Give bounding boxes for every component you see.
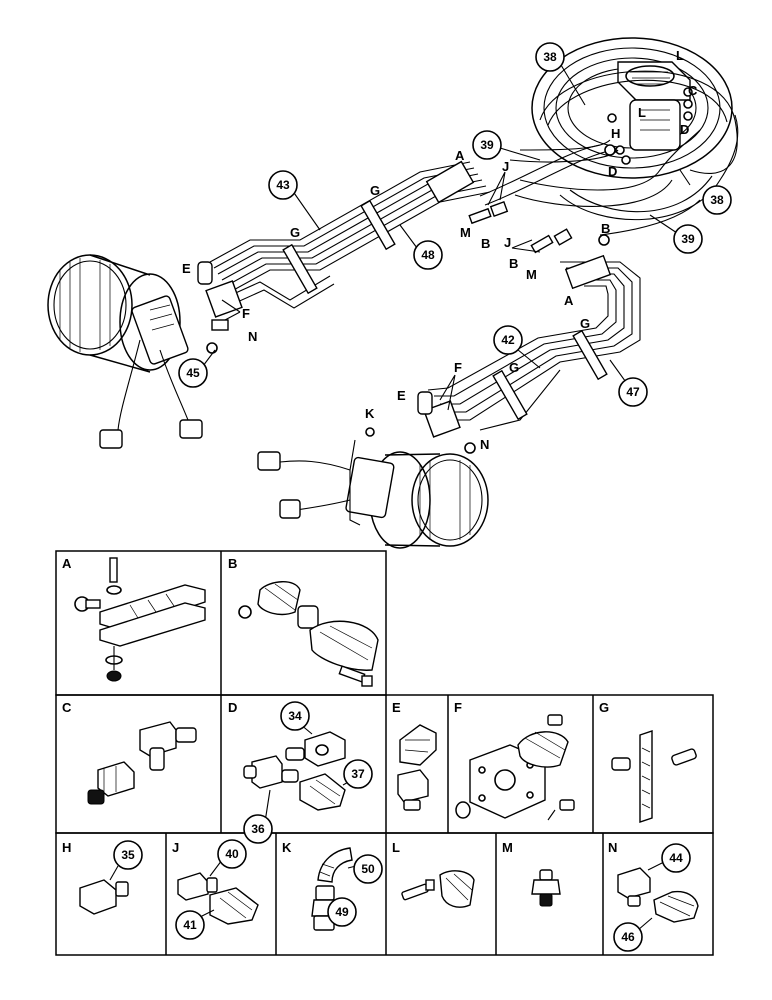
letter-A-2: A (564, 293, 574, 308)
callout-39-left: 39 (480, 138, 494, 152)
leader-lines (199, 59, 691, 411)
panel-D: D 34 36 37 (228, 700, 373, 844)
panel-label-K: K (282, 840, 292, 855)
panel-label-A: A (62, 556, 72, 571)
letter-G-2: G (290, 225, 300, 240)
main-callouts: 38 38 39 39 43 48 45 42 47 (178, 42, 732, 407)
callout-38-right: 38 (710, 193, 724, 207)
letter-N-1: N (248, 329, 257, 344)
letter-G-4: G (509, 360, 519, 375)
callout-42: 42 (501, 333, 515, 347)
letter-J-2: J (504, 235, 511, 250)
letter-G-3: G (580, 316, 590, 331)
callout-37: 37 (351, 767, 365, 781)
callout-48: 48 (421, 248, 435, 262)
callout-40: 40 (225, 847, 239, 861)
callout-38-top: 38 (543, 50, 557, 64)
callout-49: 49 (335, 905, 349, 919)
letter-A-1: A (455, 148, 465, 163)
callout-36: 36 (251, 822, 265, 836)
panel-label-D: D (228, 700, 237, 715)
detail-panels: A B C (55, 550, 714, 956)
pump-unit (531, 37, 733, 179)
letter-F-1: F (242, 306, 250, 321)
callout-50: 50 (361, 862, 375, 876)
letter-B-2: B (509, 256, 518, 271)
panel-label-C: C (62, 700, 72, 715)
panel-label-N: N (608, 840, 617, 855)
letter-L-2: L (638, 105, 646, 120)
letter-J-1: J (502, 159, 509, 174)
hoses (479, 70, 739, 236)
letter-K: K (365, 406, 375, 421)
panel-K: K 50 49 (282, 840, 383, 931)
panel-label-L: L (392, 840, 400, 855)
panel-label-F: F (454, 700, 462, 715)
letter-M-1: M (460, 225, 471, 240)
callout-45: 45 (186, 366, 200, 380)
panel-E: E (392, 700, 437, 811)
panel-G: G (599, 700, 697, 823)
letter-E-2: E (397, 388, 406, 403)
panel-L: L (392, 840, 475, 908)
panel-A: A (62, 556, 206, 682)
letter-D-1: D (680, 122, 689, 137)
right-wheel-motor (257, 391, 489, 549)
panel-F: F (454, 700, 575, 821)
panel-label-B: B (228, 556, 237, 571)
callout-34: 34 (288, 709, 302, 723)
letter-L-1: L (676, 48, 684, 63)
left-wheel-motor (47, 254, 243, 449)
panel-label-H: H (62, 840, 71, 855)
main-assembly-view: L L C D D H A A J J G G G G M M B B B E … (47, 37, 739, 549)
callout-39-right: 39 (681, 232, 695, 246)
letter-E-1: E (182, 261, 191, 276)
letter-M-2: M (526, 267, 537, 282)
panel-N: N 44 46 (608, 840, 699, 952)
main-letters: L L C D D H A A J J G G G G M M B B B E … (182, 48, 698, 452)
panel-H: H 35 (62, 840, 143, 915)
letter-B-3: B (601, 221, 610, 236)
panel-label-M: M (502, 840, 513, 855)
lower-tube-bundle (427, 254, 641, 431)
letter-B-1: B (481, 236, 490, 251)
letter-F-2: F (454, 360, 462, 375)
letter-G-1: G (370, 183, 380, 198)
panel-C: C (62, 700, 197, 805)
panel-label-G: G (599, 700, 609, 715)
callout-41: 41 (183, 918, 197, 932)
upper-tube-bundle (209, 144, 616, 309)
panel-label-E: E (392, 700, 401, 715)
letter-D-2: D (608, 164, 617, 179)
letter-C: C (688, 83, 698, 98)
letter-H: H (611, 126, 620, 141)
callout-35: 35 (121, 848, 135, 862)
callout-46: 46 (621, 930, 635, 944)
panel-M: M (502, 840, 561, 907)
panel-B: B (228, 556, 379, 687)
callout-47: 47 (626, 385, 640, 399)
panel-J: J 40 41 (172, 839, 259, 940)
callout-43: 43 (276, 178, 290, 192)
panel-label-J: J (172, 840, 179, 855)
callout-44: 44 (669, 851, 683, 865)
letter-N-2: N (480, 437, 489, 452)
